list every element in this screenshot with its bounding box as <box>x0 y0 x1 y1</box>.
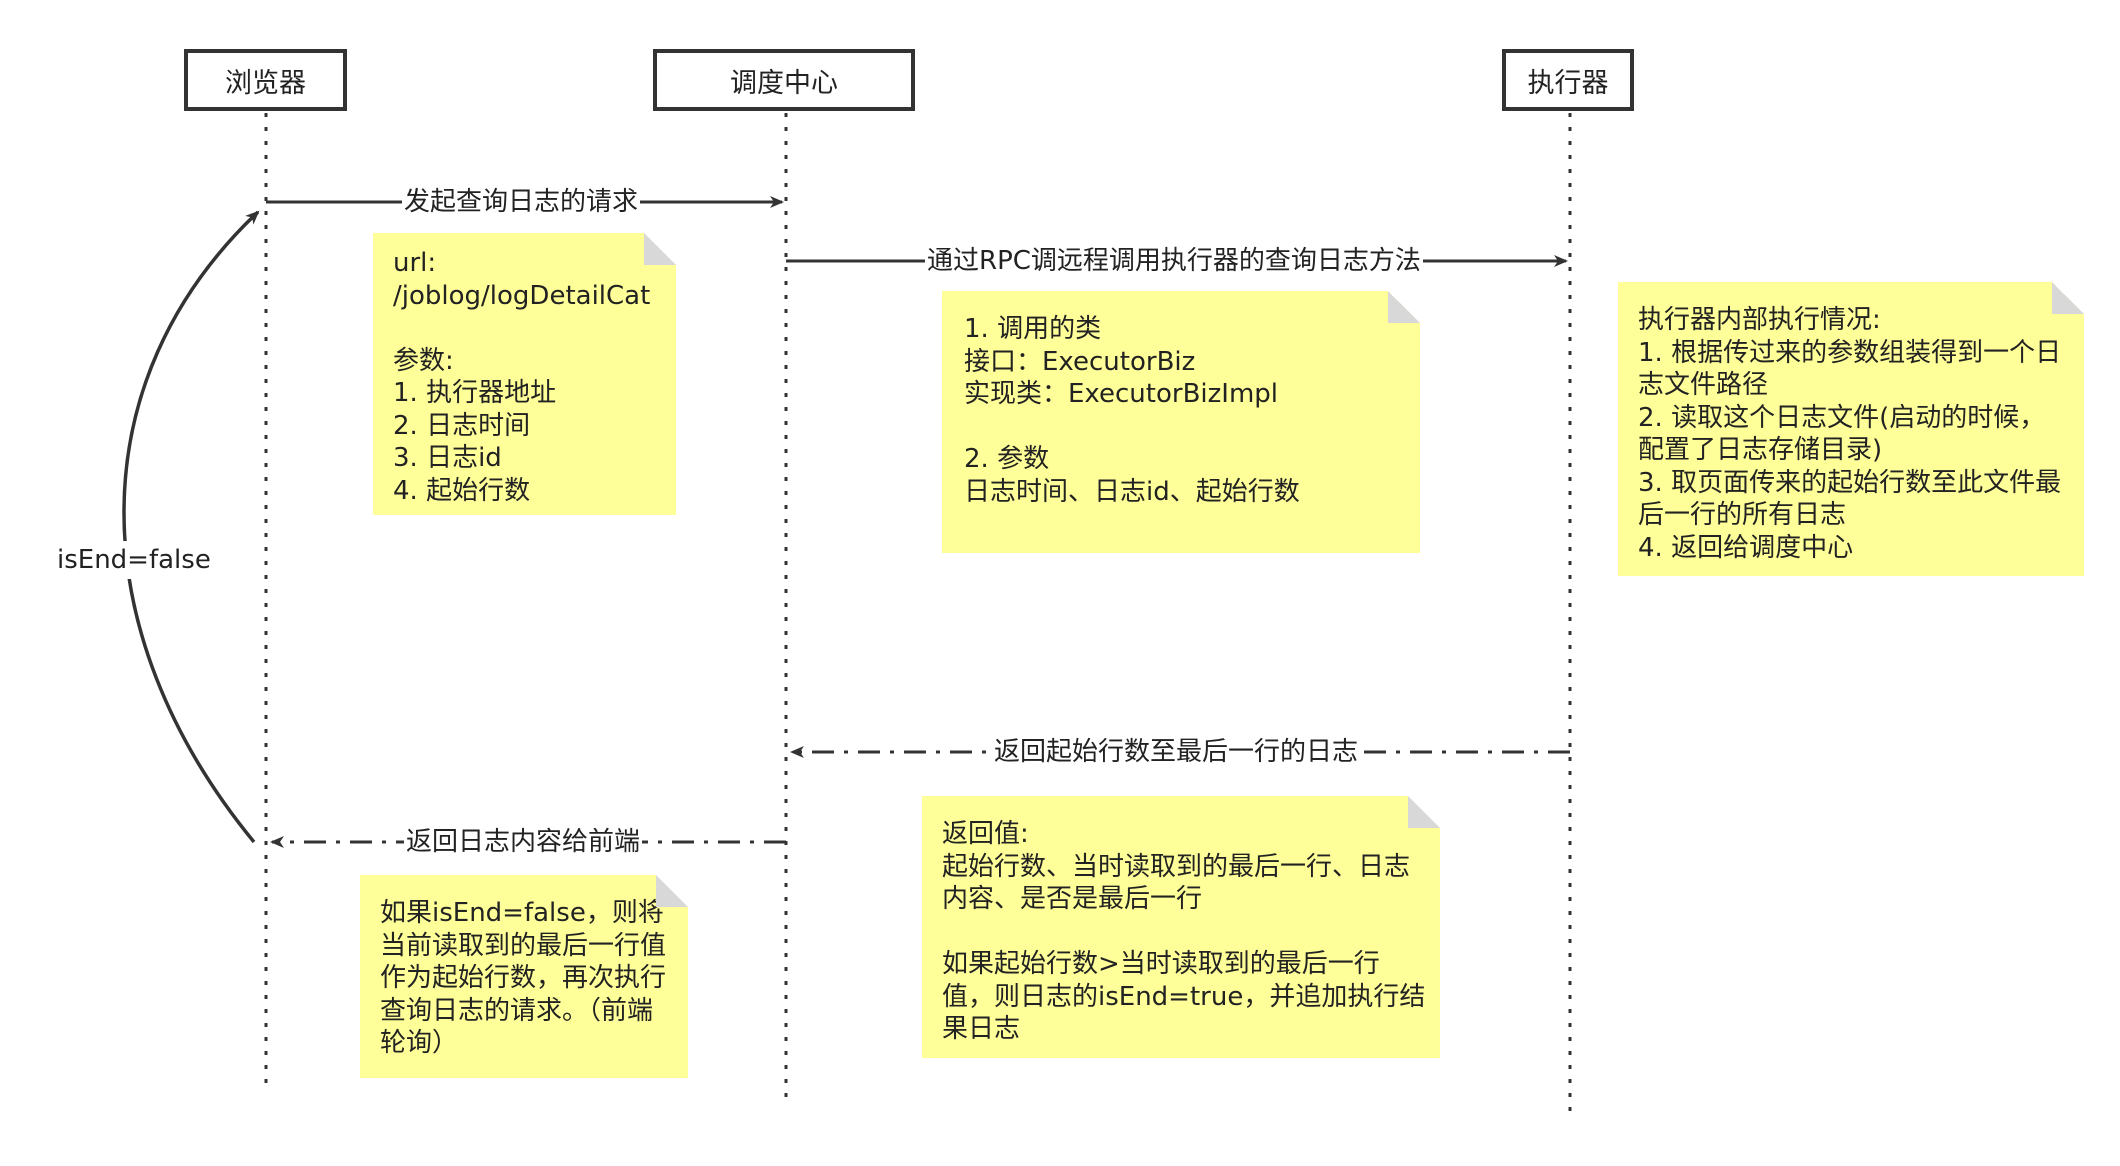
note-line: 参数: <box>393 345 454 376</box>
loop-arc <box>122 210 260 844</box>
note-line: 如果起始行数>当时读取到的最后一行 <box>942 949 1380 979</box>
note-line: 1. 执行器地址 <box>393 378 557 408</box>
note-line: 志文件路径 <box>1638 370 1769 400</box>
note-line: 后一行的所有日志 <box>1638 500 1847 530</box>
actor-executor: 执行器 <box>1502 49 1634 111</box>
note-line: 实现类：ExecutorBizImpl <box>964 379 1279 409</box>
note-line: 果日志 <box>942 1014 1021 1044</box>
actor-scheduler: 调度中心 <box>653 49 915 111</box>
note-line: 值，则日志的isEnd=true，并追加执行结 <box>942 981 1426 1012</box>
message-label-request: 发起查询日志的请求 <box>402 185 641 219</box>
note-line: 3. 取页面传来的起始行数至此文件最 <box>1638 467 2062 498</box>
loop-label: isEnd=false <box>55 541 213 579</box>
note-line: 1. 调用的类 <box>964 314 1102 344</box>
note-line <box>393 312 656 345</box>
note-line: 当前读取到的最后一行值 <box>380 930 667 961</box>
note-line: 2. 日志时间 <box>393 410 531 441</box>
actor-browser: 浏览器 <box>184 49 347 111</box>
note-line: 3. 日志id <box>393 443 502 473</box>
note-line: 返回值: <box>942 819 1029 849</box>
note-line <box>942 916 1420 949</box>
note-line: 日志时间、日志id、起始行数 <box>964 476 1300 507</box>
note-line: 查询日志的请求。（前端 <box>380 995 654 1026</box>
message-label-return-frontend: 返回日志内容给前端 <box>404 825 643 859</box>
note-return-value: 返回值:起始行数、当时读取到的最后一行、日志内容、是否是最后一行如果起始行数>当… <box>922 796 1440 1058</box>
note-line: 4. 起始行数 <box>393 475 531 506</box>
note-frontend-polling: 如果isEnd=false，则将当前读取到的最后一行值作为起始行数，再次执行查询… <box>360 875 688 1078</box>
note-line: url: <box>393 248 437 278</box>
note-line: 2. 参数 <box>964 444 1050 474</box>
note-line: 起始行数、当时读取到的最后一行、日志 <box>942 851 1411 882</box>
note-line: 轮询） <box>380 1028 459 1058</box>
note-line: /joblog/logDetailCat <box>393 280 651 311</box>
note-line: 配置了日志存储目录) <box>1638 435 1883 465</box>
note-rpc-call: 1. 调用的类 接口：ExecutorBiz 实现类：ExecutorBizIm… <box>942 291 1420 553</box>
note-line: 1. 根据传过来的参数组装得到一个日 <box>1638 337 2062 368</box>
message-label-rpc: 通过RPC调远程调用执行器的查询日志方法 <box>925 244 1423 278</box>
note-line <box>964 411 1398 444</box>
note-line: 4. 返回给调度中心 <box>1638 532 1854 563</box>
note-line: 如果isEnd=false，则将 <box>380 898 664 928</box>
note-line: 作为起始行数，再次执行 <box>380 963 667 993</box>
note-line: 内容、是否是最后一行 <box>942 884 1203 914</box>
note-line: 接口：ExecutorBiz <box>964 346 1196 377</box>
note-line: 2. 读取这个日志文件(启动的时候， <box>1638 402 2046 433</box>
note-line: 执行器内部执行情况: <box>1638 305 1881 335</box>
message-label-return-log: 返回起始行数至最后一行的日志 <box>992 735 1361 769</box>
